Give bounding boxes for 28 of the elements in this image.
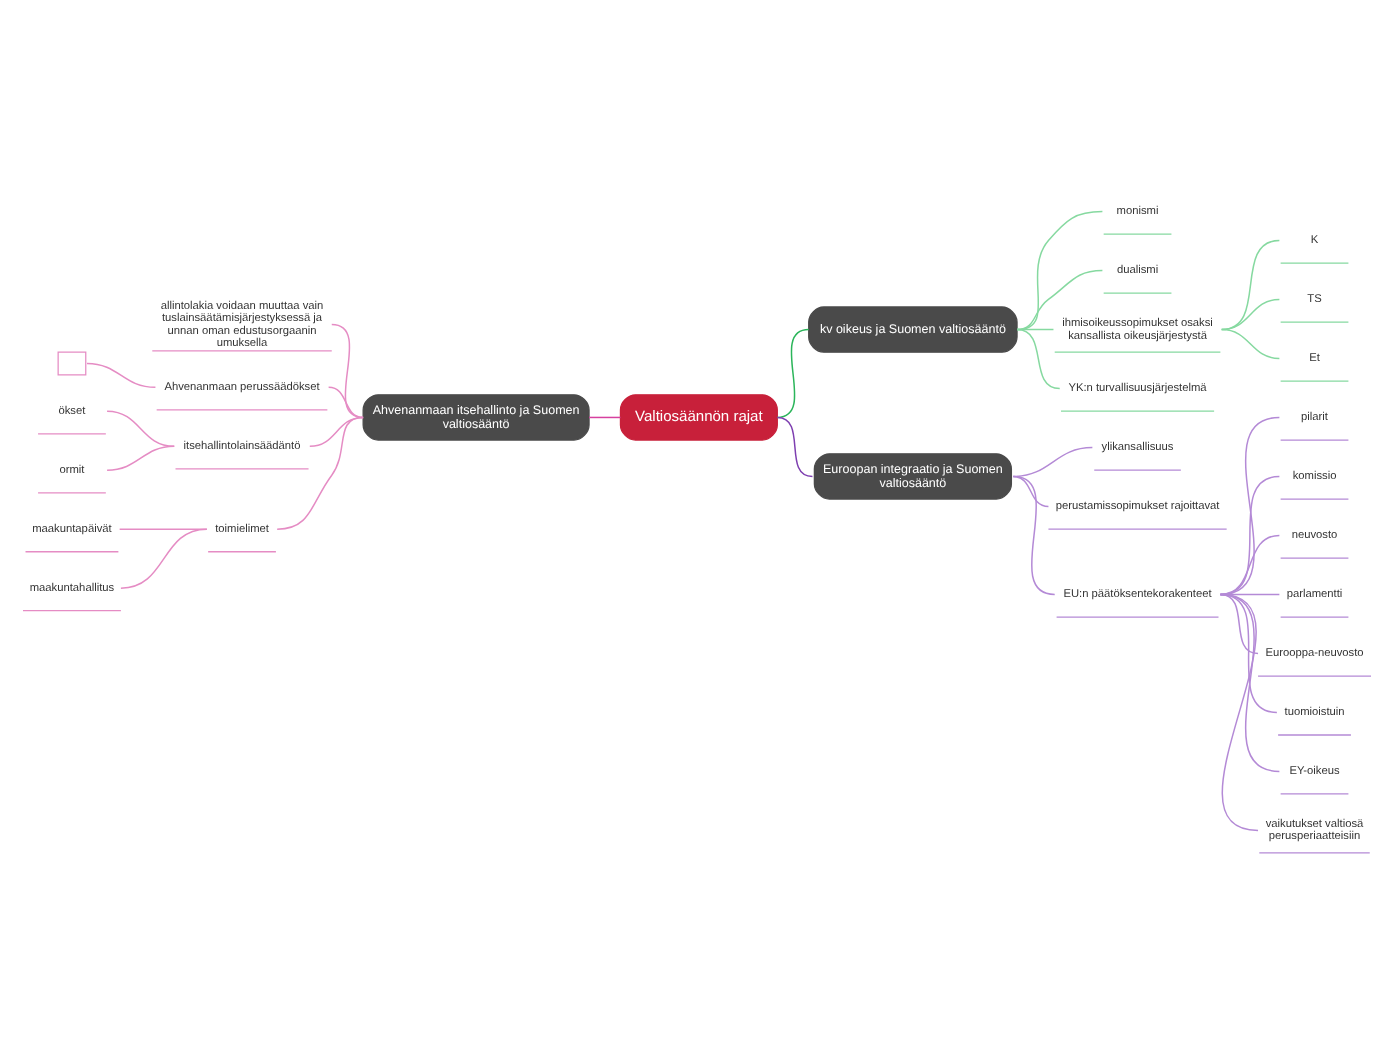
connector <box>1220 327 1281 359</box>
connector <box>1219 592 1278 713</box>
node-box <box>57 350 87 375</box>
connector <box>588 415 622 418</box>
connector <box>776 415 814 477</box>
connector <box>106 444 175 470</box>
connector <box>120 527 208 588</box>
connector <box>1012 474 1056 595</box>
connector <box>1012 445 1094 477</box>
connector <box>1219 592 1259 831</box>
connector <box>1220 238 1281 330</box>
connector <box>1016 268 1104 330</box>
connector <box>1012 474 1050 507</box>
connector <box>1219 474 1281 595</box>
connector <box>106 409 175 447</box>
connector <box>1016 327 1055 330</box>
connector <box>1219 415 1281 595</box>
connector <box>1016 209 1104 330</box>
connector <box>86 361 157 388</box>
connector <box>776 327 810 418</box>
connector <box>118 527 208 529</box>
connector <box>1220 297 1281 330</box>
connector <box>1016 327 1061 389</box>
connector <box>276 415 364 529</box>
connector <box>327 385 364 418</box>
connector <box>1219 592 1281 772</box>
connector <box>1219 533 1281 595</box>
connector <box>1219 592 1259 654</box>
